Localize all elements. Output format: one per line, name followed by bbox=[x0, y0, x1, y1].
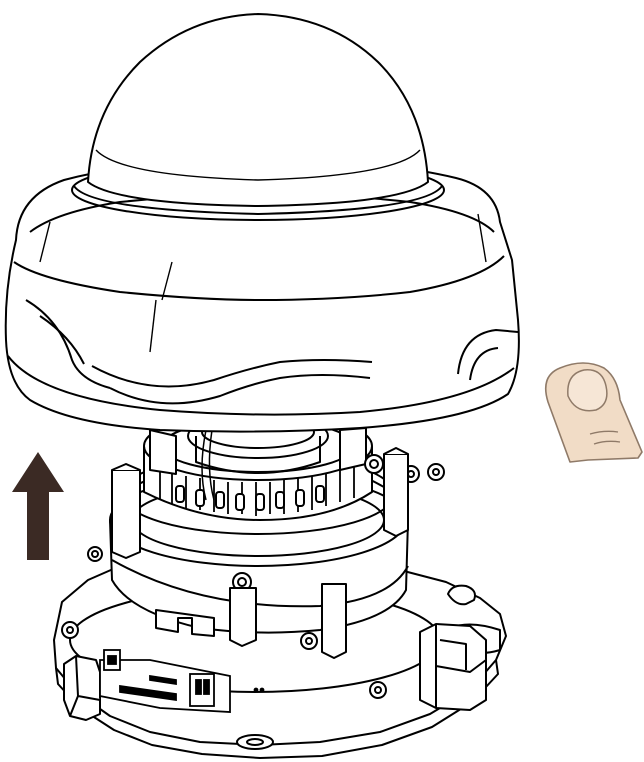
lift-direction bbox=[12, 452, 64, 560]
thumb-up-icon bbox=[544, 362, 643, 463]
housing-posts bbox=[111, 447, 409, 659]
arrow-up-icon bbox=[12, 452, 64, 560]
dome-cover bbox=[4, 13, 520, 433]
plate-clip-right bbox=[419, 623, 487, 711]
plate-clip-left bbox=[63, 655, 101, 721]
circuit-board bbox=[99, 649, 265, 713]
